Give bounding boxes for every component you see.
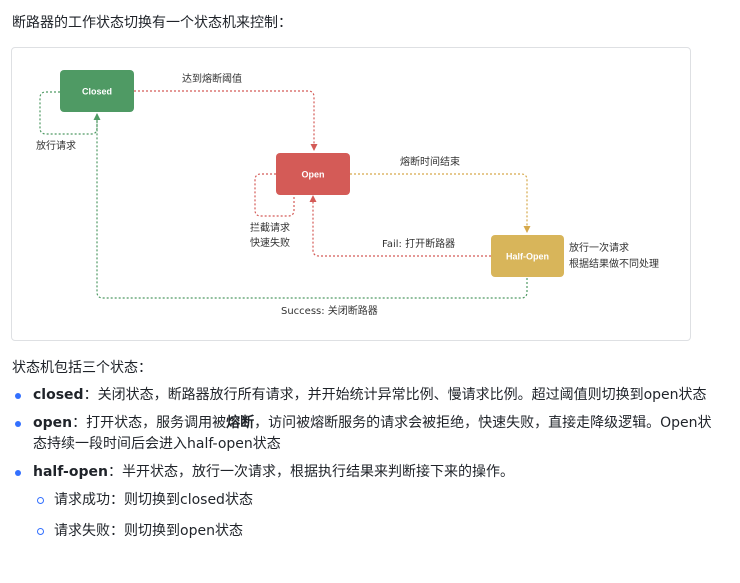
sub-bullet-ring <box>37 528 44 535</box>
state-machine-svg: Closed Open Half-Open 达到熔断阈值 放行请求 拦截请求 快… <box>36 70 659 317</box>
intro-text: 断路器的工作状态切换有一个状态机来控制： <box>12 15 292 31</box>
node-open <box>276 153 350 195</box>
node-open-label: Open <box>301 170 324 180</box>
edge-open-self <box>254 170 295 217</box>
label-closed-to-open: 达到熔断阈值 <box>182 72 242 85</box>
sub-item-success: 请求成功：则切换到closed状态 <box>12 490 712 511</box>
sub-item-fail: 请求失败：则切换到open状态 <box>12 521 712 542</box>
label-closed-self: 放行请求 <box>36 139 76 152</box>
node-half-open <box>491 235 564 277</box>
edge-open-to-half <box>350 173 531 233</box>
emphasis-fuse: 熔断 <box>226 415 255 431</box>
list-item-open: open：打开状态，服务调用被熔断，访问被熔断服务的请求会被拒绝，快速失败，直接… <box>12 413 712 455</box>
edge-half-to-open <box>309 195 491 257</box>
sub-item-fail-text: 请求失败：则切换到open状态 <box>54 523 243 539</box>
desc-closed: ：关闭状态，断路器放行所有请求，并开始统计异常比例、慢请求比例。超过阈值则切换到… <box>83 387 707 403</box>
bullet-dot <box>15 470 21 476</box>
node-closed-label: Closed <box>82 87 112 97</box>
sub-bullet-ring <box>37 497 44 504</box>
label-half-note-1: 放行一次请求 <box>569 241 629 254</box>
bullet-dot <box>15 393 21 399</box>
desc-open-before: ：打开状态，服务调用被 <box>72 415 227 431</box>
term-half-open: half-open <box>33 464 108 480</box>
edge-closed-self <box>39 88 98 135</box>
label-half-note-2: 根据结果做不同处理 <box>569 257 659 270</box>
section-title: 状态机包括三个状态： <box>12 360 152 376</box>
term-open: open <box>33 415 73 431</box>
label-open-to-half: 熔断时间结束 <box>400 155 460 168</box>
label-half-to-closed: Success: 关闭断路器 <box>281 304 378 317</box>
label-half-to-open: Fail: 打开断路器 <box>382 237 455 250</box>
term-closed: closed <box>33 387 84 403</box>
desc-half-open: ：半开状态，放行一次请求，根据执行结果来判断接下来的操作。 <box>107 464 514 480</box>
label-open-self-2: 快速失败 <box>250 236 290 249</box>
list-item-half-open: half-open：半开状态，放行一次请求，根据执行结果来判断接下来的操作。 <box>12 462 712 483</box>
node-half-open-label: Half-Open <box>506 252 549 262</box>
node-closed <box>60 70 134 112</box>
edge-closed-to-open <box>134 90 318 151</box>
sub-item-success-text: 请求成功：则切换到closed状态 <box>54 492 253 508</box>
state-list: closed：关闭状态，断路器放行所有请求，并开始统计异常比例、慢请求比例。超过… <box>12 385 712 552</box>
edge-half-to-closed <box>93 113 528 299</box>
bullet-dot <box>15 421 21 427</box>
label-open-self-1: 拦截请求 <box>250 221 290 234</box>
state-machine-diagram: Closed Open Half-Open 达到熔断阈值 放行请求 拦截请求 快… <box>11 47 691 341</box>
list-item-closed: closed：关闭状态，断路器放行所有请求，并开始统计异常比例、慢请求比例。超过… <box>12 385 712 406</box>
desc-open-after: ，访问被熔断服务的请求会被拒绝，快速失败，直接走降级逻辑。Open状态持续一段时… <box>33 415 712 452</box>
